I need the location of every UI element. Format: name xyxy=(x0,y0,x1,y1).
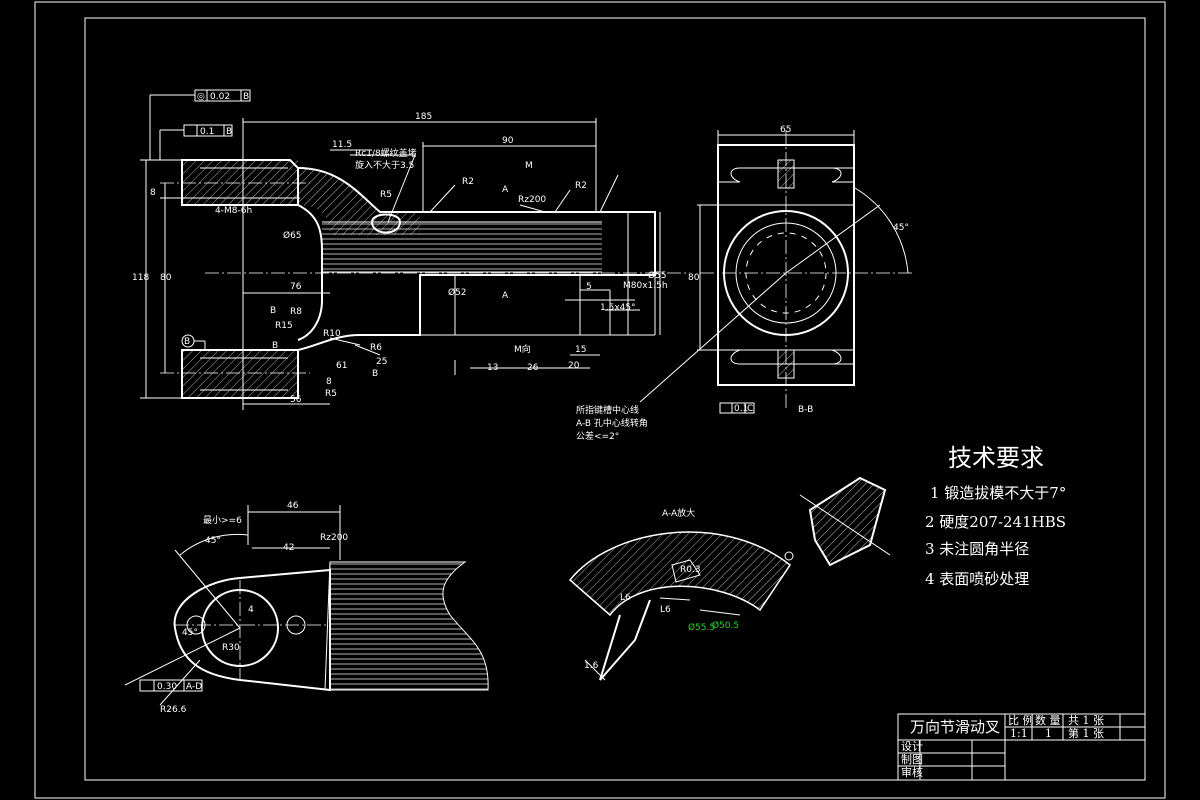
flange-top-view xyxy=(124,505,489,706)
dim-rz200b: Rz200 xyxy=(320,533,348,543)
dim-185: 185 xyxy=(415,112,432,122)
label-b2: B xyxy=(272,341,278,351)
tech-title: 技术要求 xyxy=(948,444,1044,472)
label-b1: B xyxy=(270,306,276,316)
dim-45deg1: 45° xyxy=(893,223,909,233)
tech-item-3: 3 未注圆角半径 xyxy=(925,540,1029,558)
dim-l6b: L6 xyxy=(660,605,671,615)
dim-61: 61 xyxy=(336,361,347,371)
section-aa-enlarged xyxy=(568,476,891,681)
fcf1-symbol: ◎ xyxy=(197,92,205,102)
qty-label: 数 量 xyxy=(1035,714,1061,727)
dim-r6: R6 xyxy=(370,343,382,353)
dim-r26-6: R26.6 xyxy=(160,705,187,715)
dim-80b: 80 xyxy=(688,273,700,283)
dim-phi52: Ø52 xyxy=(448,287,467,298)
rc-note-2: 旋入不大于3.5 xyxy=(355,159,414,171)
tech-item-1: 1 锻造拔模不大于7° xyxy=(930,484,1066,502)
title-block xyxy=(897,713,1146,781)
label-mdir: M向 xyxy=(514,343,531,355)
dim-5: 5 xyxy=(586,282,592,292)
dim-r15: R15 xyxy=(275,321,293,331)
tech-item-2: 2 硬度207-241HBS xyxy=(925,513,1066,531)
dim-26: 26 xyxy=(527,363,539,373)
row-drafter: 制图 xyxy=(901,753,923,766)
sheet-border-outer xyxy=(34,1,1166,799)
dim-m80: M80x1.5h xyxy=(623,281,668,291)
dim-r0-3: R0.3 xyxy=(680,565,701,575)
dim-m8: 4-M8-6h xyxy=(215,206,252,216)
scale-label: 比 例 xyxy=(1008,713,1034,727)
dim-25: 25 xyxy=(376,357,387,367)
fcf4-datum: A-D xyxy=(186,682,202,692)
dim-45deg2: 45° xyxy=(205,536,221,546)
fcf2-value: 0.1 xyxy=(200,127,214,137)
fcf1-value: 0.02 xyxy=(210,92,230,102)
label-a2: A xyxy=(502,291,509,301)
dim-8b: 8 xyxy=(326,377,332,387)
sheets-total: 共 1 张 xyxy=(1068,714,1104,727)
dim-20: 20 xyxy=(568,361,580,371)
dim-90: 90 xyxy=(502,136,514,146)
dim-r2a: R2 xyxy=(462,177,474,187)
dim-g1: Ø55.5 xyxy=(688,622,715,633)
dim-r2b: R2 xyxy=(575,181,587,191)
part-name: 万向节滑动叉 xyxy=(910,718,1000,736)
dim-80a: 80 xyxy=(160,273,172,283)
dim-g2: Ø50.5 xyxy=(712,620,739,631)
label-section-aa: A-A放大 xyxy=(662,507,695,519)
fcf3-value: 0.1 xyxy=(734,404,748,414)
fcf2-datum: B xyxy=(226,127,232,137)
row-designer: 设计 xyxy=(901,740,923,753)
fcf3-datum: C xyxy=(747,404,753,414)
scale-value: 1:1 xyxy=(1010,727,1028,740)
dim-15: 15 xyxy=(575,345,586,355)
label-section-bb: B-B xyxy=(798,405,813,415)
dim-4: 4 xyxy=(248,605,254,615)
dim-118: 118 xyxy=(132,273,149,283)
dim-45deg3: 45° xyxy=(182,628,198,638)
label-a1: A xyxy=(502,185,509,195)
row-checker: 审核 xyxy=(901,765,923,779)
dim-r8: R8 xyxy=(290,307,302,317)
label-b3: B xyxy=(372,369,378,379)
note-line-3: 公差<=2° xyxy=(576,430,619,442)
dim-46: 46 xyxy=(287,501,299,511)
section-bb-view xyxy=(639,130,912,414)
dim-phi65: Ø65 xyxy=(283,230,302,241)
label-m1: M xyxy=(525,161,533,171)
dim-42: 42 xyxy=(283,543,294,553)
dim-l6a: L6 xyxy=(620,593,631,603)
label-bcirc: B xyxy=(184,337,190,347)
dim-l6c: 1.6 xyxy=(584,661,599,671)
dim-65: 65 xyxy=(780,125,791,135)
fcf4-value: 0.30 xyxy=(157,682,177,692)
dim-13: 13 xyxy=(487,363,498,373)
note-line-1: 所指键槽中心线 xyxy=(576,404,639,416)
dim-rz200a: Rz200 xyxy=(518,195,546,205)
dim-r10: R10 xyxy=(323,329,341,339)
dim-11-5: 11.5 xyxy=(332,140,352,150)
dim-56: 56 xyxy=(290,395,302,405)
dim-chamfer: 1.5x45° xyxy=(600,303,636,313)
dim-r5b: R5 xyxy=(325,389,337,399)
note-line-2: A-B 孔中心线转角 xyxy=(576,417,648,429)
dim-r5a: R5 xyxy=(380,190,392,200)
qty-value: 1 xyxy=(1045,727,1052,740)
dim-phi55: Ø55 xyxy=(648,270,667,281)
rc-note-1: Rc1/8螺纹盖堵 xyxy=(355,147,417,159)
fcf1-datum: B xyxy=(243,92,249,102)
tech-item-4: 4 表面喷砂处理 xyxy=(925,570,1029,588)
dim-8a: 8 xyxy=(150,188,156,198)
min-note: 最小>=6 xyxy=(203,515,242,526)
dim-76: 76 xyxy=(290,282,302,292)
dim-r30: R30 xyxy=(222,643,240,653)
sheet-border-inner xyxy=(84,17,1146,781)
main-view xyxy=(140,89,690,410)
sheet-no: 第 1 张 xyxy=(1068,726,1104,740)
